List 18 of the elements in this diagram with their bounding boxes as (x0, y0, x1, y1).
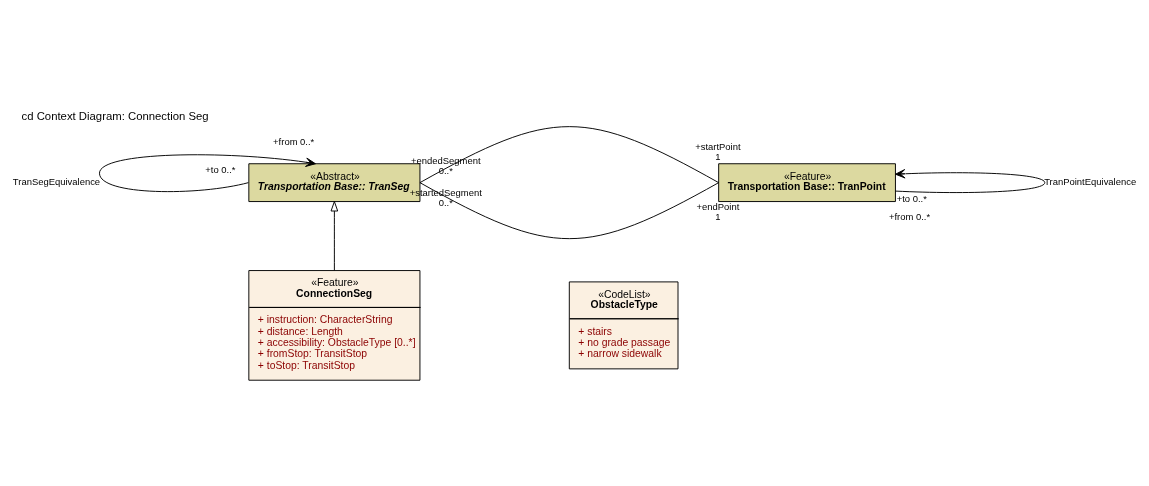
connector (419, 125, 720, 183)
label: +endPoint (696, 200, 740, 212)
label: 1 (715, 150, 721, 162)
arrow (99, 153, 316, 192)
label: +to 0..* (205, 163, 236, 175)
label: 1 (715, 210, 721, 222)
arrow (895, 168, 1046, 193)
label: +startPoint (695, 140, 741, 152)
label: +from 0..* (273, 135, 315, 147)
arrow (330, 200, 339, 271)
label: 0..* (438, 196, 453, 208)
label: 0..* (438, 164, 453, 176)
edge-label: TranSegEquivalence (12, 175, 101, 187)
label: +to 0..* (896, 192, 927, 204)
diagram-title: cd Context Diagram: Connection Seg (21, 109, 209, 122)
edge-label: TranPointEquivalence (1044, 175, 1137, 187)
connector (419, 181, 720, 239)
label: +from 0..* (888, 210, 931, 222)
